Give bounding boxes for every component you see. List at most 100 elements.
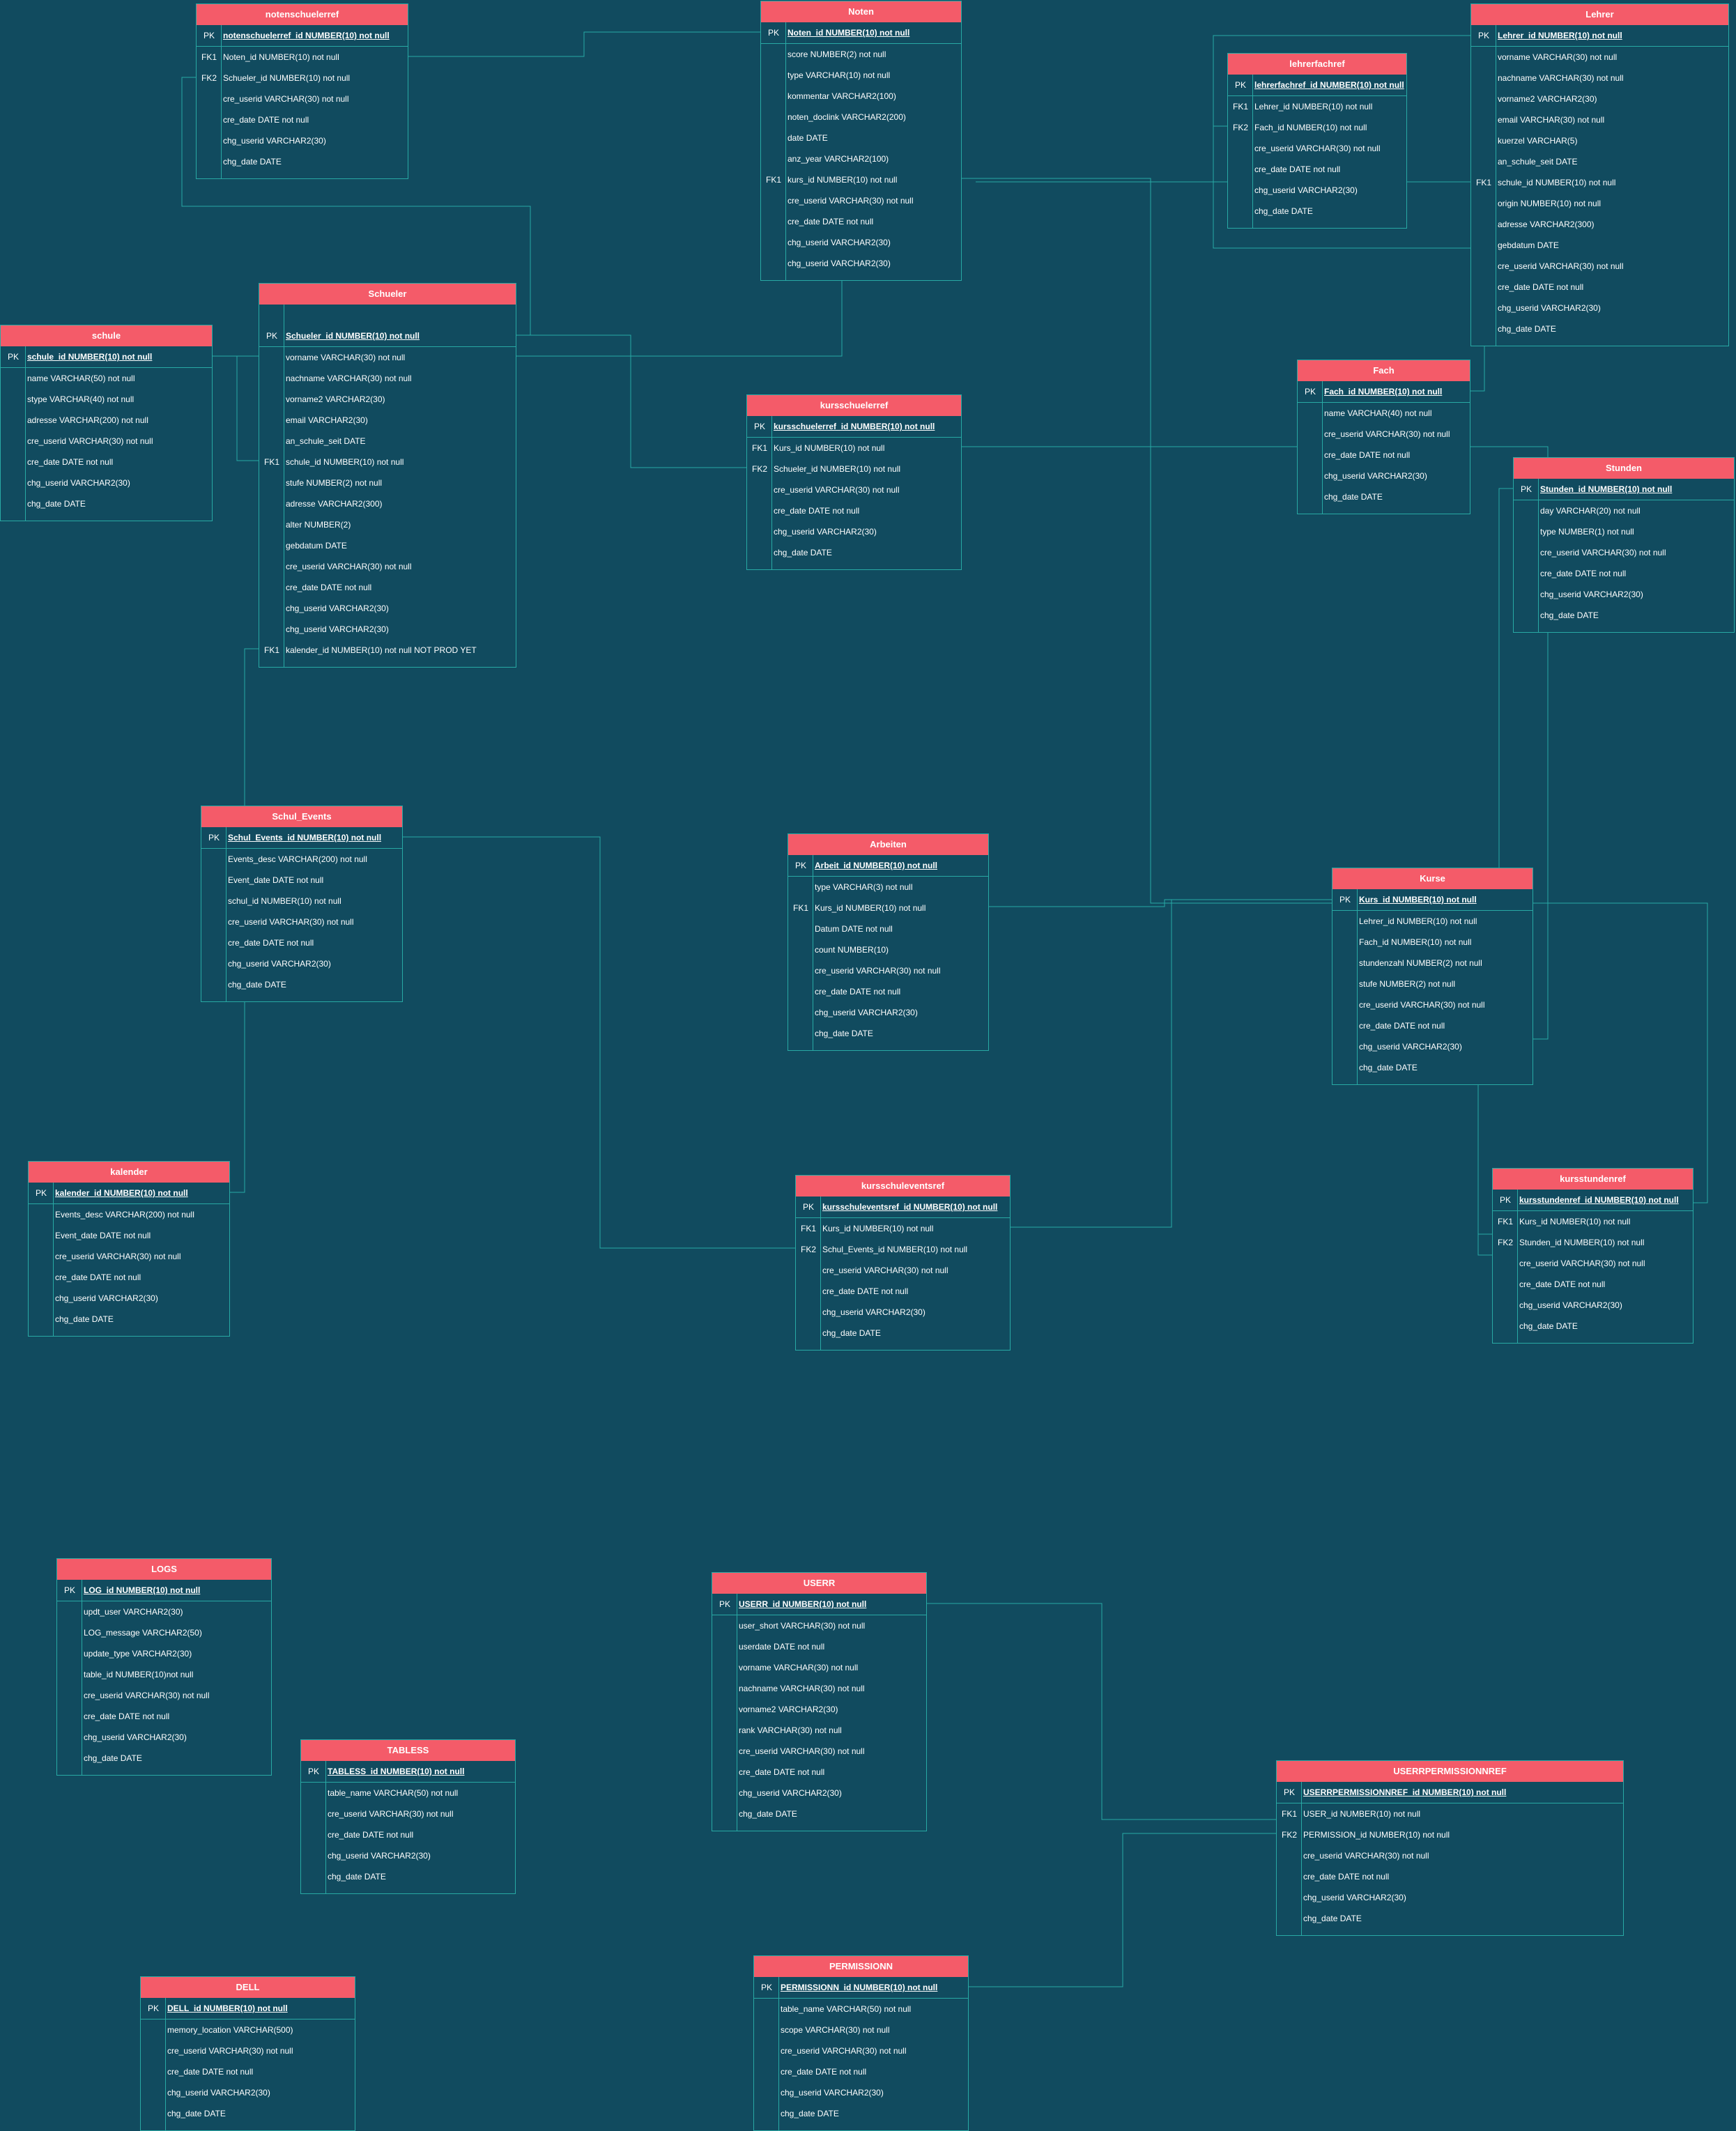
column-row: chg_userid VARCHAR2(30) <box>796 1302 1010 1323</box>
column-definition: nachname VARCHAR(30) not null <box>286 374 412 383</box>
column-row: chg_date DATE <box>1493 1316 1693 1337</box>
column-definition: name VARCHAR(50) not null <box>27 374 135 383</box>
table-title: Kurse <box>1332 868 1533 889</box>
column-definition: vorname2 VARCHAR2(30) <box>1498 94 1597 104</box>
column-definition: chg_userid VARCHAR2(30) <box>781 2088 884 2098</box>
column-definition: cre_date DATE not null <box>228 938 314 948</box>
column-definition: cre_date DATE not null <box>1519 1279 1606 1289</box>
key-label: FK1 <box>1281 1809 1297 1819</box>
key-label: FK2 <box>751 464 767 474</box>
column-definition: chg_userid VARCHAR2(30) <box>1359 1042 1462 1052</box>
column-definition: Fach_id NUMBER(10) not null <box>1324 387 1443 397</box>
column-definition: Datum DATE not null <box>815 924 893 934</box>
column-row: day VARCHAR(20) not null <box>1514 500 1734 521</box>
column-definition: Fach_id NUMBER(10) not null <box>1359 937 1472 947</box>
column-definition: Noten_id NUMBER(10) not null <box>223 52 339 62</box>
column-definition: kuerzel VARCHAR(5) <box>1498 136 1578 146</box>
column-definition: TABLESS_id NUMBER(10) not null <box>328 1767 465 1776</box>
column-row: an_schule_seit DATE <box>1471 151 1728 172</box>
column-definition: Lehrer_id NUMBER(10) not null <box>1254 102 1373 111</box>
column-row: nachname VARCHAR(30) not null <box>1471 68 1728 89</box>
primary-key-row: PK PERMISSIONN_id NUMBER(10) not null <box>754 1977 968 1999</box>
column-row: type VARCHAR(3) not null <box>788 877 988 898</box>
table-title: Stunden <box>1514 458 1734 479</box>
column-row: stufe NUMBER(2) not null <box>1332 974 1533 994</box>
column-definition: cre_date DATE not null <box>788 217 874 226</box>
column-definition: schule_id NUMBER(10) not null <box>27 352 153 362</box>
relationship-connector <box>962 178 1332 904</box>
column-row: cre_userid VARCHAR(30) not null <box>1493 1253 1693 1274</box>
column-definition: Schueler_id NUMBER(10) not null <box>774 464 901 474</box>
key-column-divider <box>1517 1190 1518 1343</box>
relationship-connector <box>927 1603 1276 1820</box>
column-row: count NUMBER(10) <box>788 939 988 960</box>
column-definition: cre_date DATE not null <box>55 1272 141 1282</box>
key-label: PK <box>753 422 765 431</box>
key-label: PK <box>802 1202 814 1212</box>
column-definition: Noten_id NUMBER(10) not null <box>788 28 910 38</box>
relationship-connector <box>1533 902 1708 1203</box>
column-definition: vorname VARCHAR(30) not null <box>286 353 406 362</box>
column-row: chg_date DATE <box>796 1323 1010 1344</box>
column-row: cre_userid VARCHAR(30) not null <box>1332 994 1533 1015</box>
column-row: chg_userid VARCHAR2(30) <box>259 619 516 640</box>
key-column-divider <box>325 1761 326 1893</box>
relationship-connector <box>1011 900 1172 1228</box>
column-row: cre_date DATE not null <box>747 500 961 521</box>
column-definition: Events_desc VARCHAR(200) not null <box>228 854 367 864</box>
column-row: anz_year VARCHAR2(100) <box>761 148 961 169</box>
column-row: chg_userid VARCHAR2(30) <box>1493 1295 1693 1316</box>
column-definition: score NUMBER(2) not null <box>788 49 886 59</box>
column-row: table_id NUMBER(10)not null <box>57 1664 271 1685</box>
column-definition: cre_date DATE not null <box>223 115 309 125</box>
table-title: USERR <box>712 1573 926 1594</box>
column-definition: Schul_Events_id NUMBER(10) not null <box>228 833 382 843</box>
key-label: PK <box>307 1767 319 1776</box>
key-label: PK <box>760 1983 772 1992</box>
column-row: score NUMBER(2) not null <box>761 44 961 65</box>
column-definition: type NUMBER(1) not null <box>1540 527 1634 537</box>
column-definition: stundenzahl NUMBER(2) not null <box>1359 958 1482 968</box>
key-column-divider <box>221 25 222 178</box>
key-label: FK2 <box>1232 123 1248 132</box>
column-definition: kursstundenref_id NUMBER(10) not null <box>1519 1195 1679 1205</box>
key-label: FK2 <box>800 1245 816 1254</box>
table-title: DELL <box>141 1977 355 1998</box>
column-definition: PERMISSIONN_id NUMBER(10) not null <box>781 1983 938 1992</box>
column-definition: Schul_Events_id NUMBER(10) not null <box>822 1245 968 1254</box>
column-row: cre_userid VARCHAR(30) not null <box>259 556 516 577</box>
column-row: chg_date DATE <box>141 2103 355 2124</box>
column-row: Lehrer_id NUMBER(10) not null <box>1332 911 1533 932</box>
column-definition: chg_userid VARCHAR2(30) <box>739 1788 842 1798</box>
column-row: kuerzel VARCHAR(5) <box>1471 130 1728 151</box>
column-row: cre_userid VARCHAR(30) not null <box>761 190 961 211</box>
column-row: kommentar VARCHAR2(100) <box>761 86 961 107</box>
column-row: cre_userid VARCHAR(30) not null <box>712 1741 926 1762</box>
key-label: FK1 <box>792 903 808 913</box>
column-definition: cre_userid VARCHAR(30) not null <box>1359 1000 1485 1010</box>
column-row: Events_desc VARCHAR(200) not null <box>201 849 402 870</box>
column-definition: cre_userid VARCHAR(30) not null <box>1303 1851 1429 1861</box>
